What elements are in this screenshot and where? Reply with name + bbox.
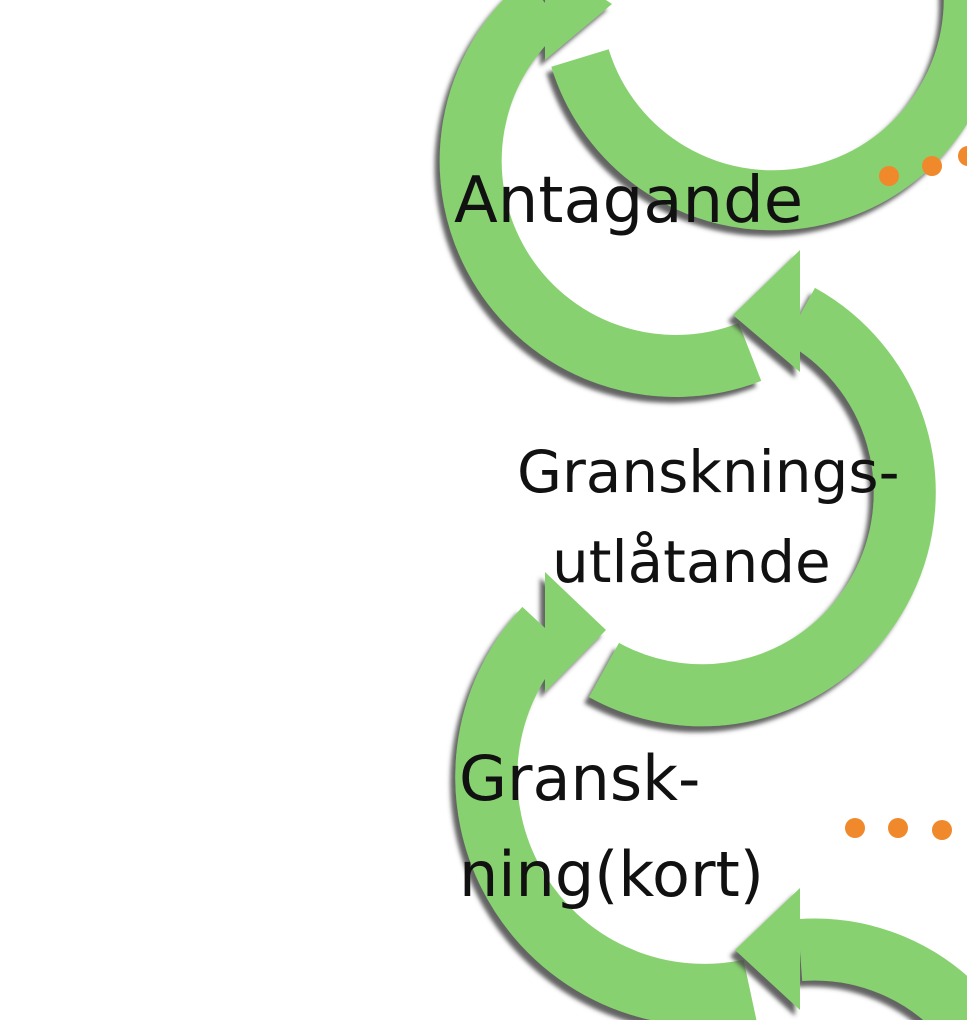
stage-label-granskning-kort-line1: Gransk- xyxy=(459,742,700,815)
ellipsis-dots-icon xyxy=(879,146,967,186)
curved-arrow-icon xyxy=(589,250,936,727)
ellipsis-dots-icon xyxy=(845,818,952,840)
stage-label-antagande: Antagande xyxy=(454,164,803,238)
curved-arrow-icon xyxy=(735,888,967,1020)
curved-arrow-icon xyxy=(439,0,762,397)
curved-arrow-icon xyxy=(551,0,967,231)
stage-label-granskningsutlatande-line2: utlåtande xyxy=(552,528,831,596)
stage-label-granskningsutlatande-line1: Gransknings- xyxy=(517,438,900,506)
stage-label-granskning-kort-line2: ning(kort) xyxy=(459,838,764,911)
curved-arrow-icon xyxy=(455,572,757,1020)
